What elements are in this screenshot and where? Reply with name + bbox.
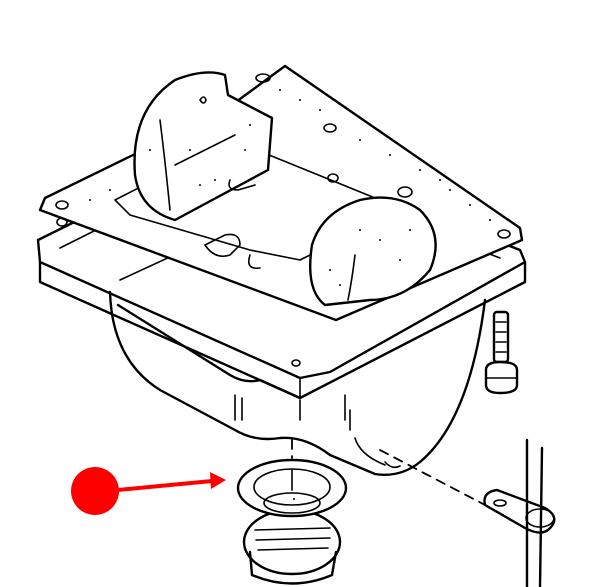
callout-marker	[71, 467, 119, 515]
gasket	[38, 64, 524, 322]
bowl-screw	[484, 310, 519, 395]
callout-arrow-shaft	[117, 479, 213, 492]
callout	[71, 467, 226, 515]
drain-plug	[236, 458, 348, 585]
float-right	[309, 196, 437, 307]
callout-arrow-head	[210, 472, 226, 489]
float-left	[133, 71, 274, 222]
drain-tube-bracket	[483, 438, 556, 587]
guide-line-bracket	[379, 449, 486, 506]
float-hinge	[204, 179, 261, 270]
